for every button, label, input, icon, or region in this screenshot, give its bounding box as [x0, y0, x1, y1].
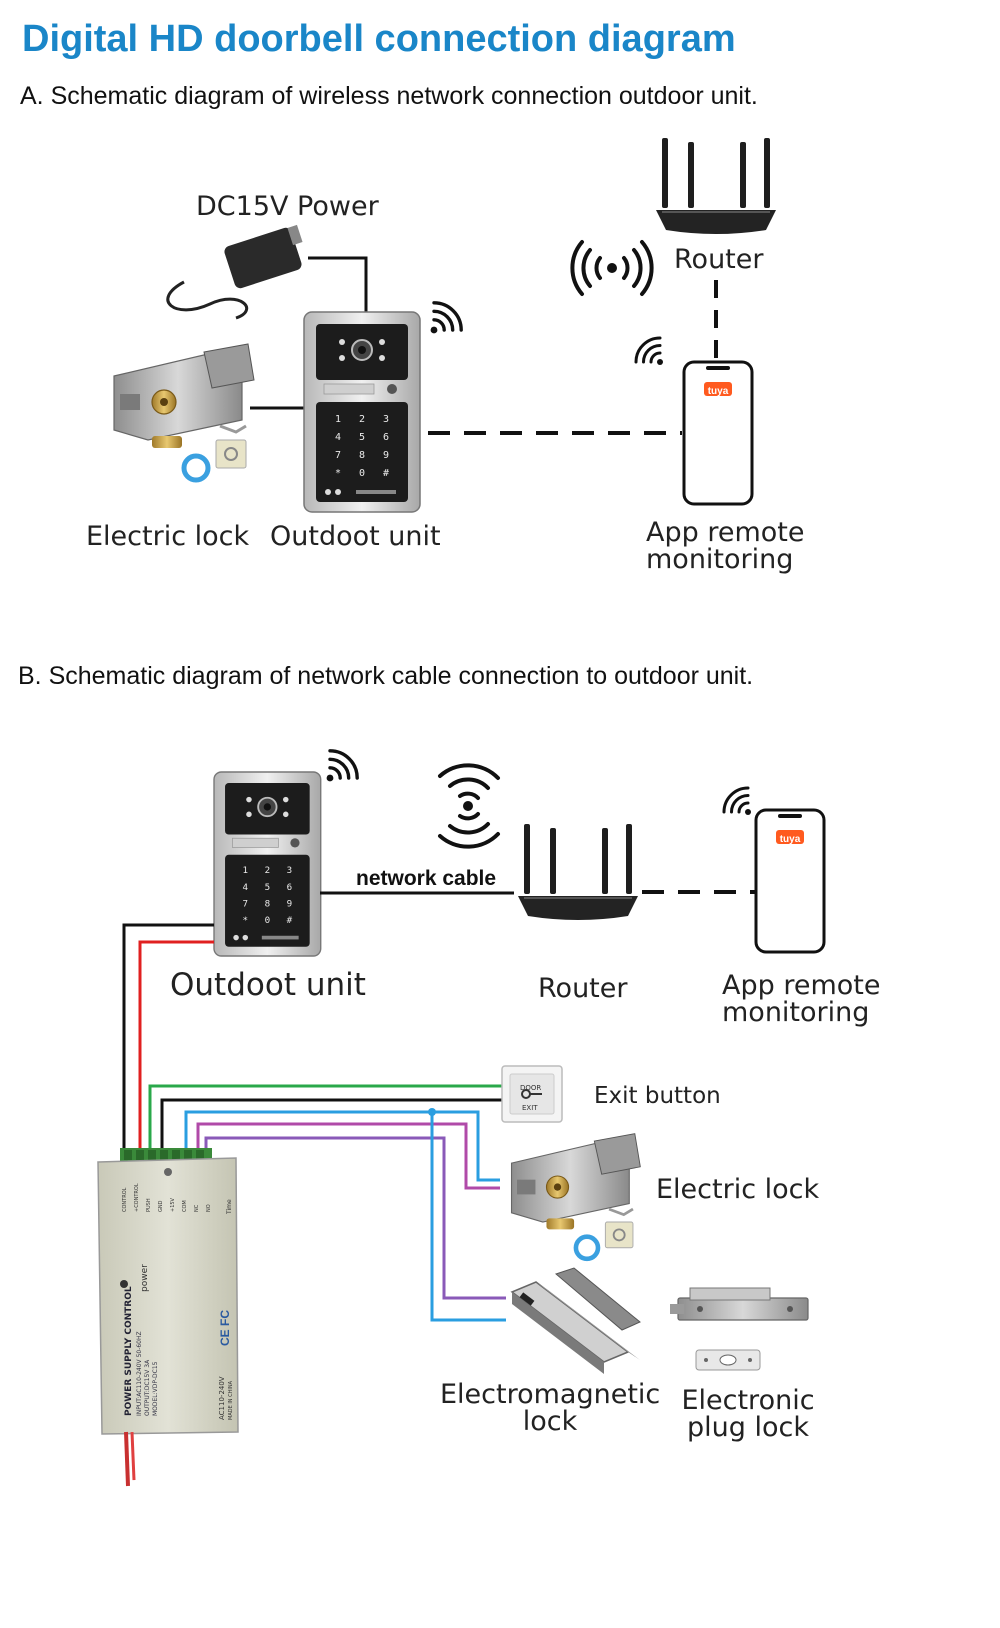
psu-power-word: power: [140, 1264, 150, 1292]
psu-terminal-labels: CONTROL +CONTROL PUSH GND +15V COM NC NO: [100, 1166, 240, 1226]
power-adapter-icon: [166, 224, 303, 320]
app-label-line1: App remote: [646, 517, 805, 548]
router-label: Router: [538, 973, 628, 1004]
router-icon: [517, 823, 639, 921]
wire-violet-emlock: [204, 1136, 506, 1300]
wire-purple-lock: [196, 1122, 500, 1190]
psu-ac-label: AC110-240V: [218, 1376, 226, 1420]
section-b-heading: B. Schematic diagram of network cable co…: [18, 662, 754, 690]
psu-terminal-label: +15V: [170, 1198, 176, 1212]
plug-lock-label-line1: Electronic: [681, 1385, 815, 1416]
exit-text-bottom: EXIT: [522, 1104, 538, 1112]
exit-text-top: DOOR: [520, 1084, 542, 1092]
router-label: Router: [674, 244, 764, 275]
wire-blue-emlock: [430, 1112, 506, 1322]
bolt-lock-icon: [670, 1287, 809, 1371]
app-label-line1: App remote: [722, 970, 881, 1001]
psu-terminal-label: CONTROL: [122, 1187, 128, 1212]
network-cable-label: network cable: [356, 867, 497, 890]
power-supply-icon: [97, 1148, 239, 1487]
wire-black-outdoor: [122, 923, 214, 1152]
wire-black-exit: [160, 1098, 502, 1152]
electric-lock-icon: [512, 1134, 641, 1259]
psu-terminal-label: GND: [158, 1200, 164, 1212]
outdoor-unit-label: Outdoot unit: [170, 967, 366, 1003]
doorbell-keypad-icon: [303, 311, 421, 513]
router-icon: [655, 137, 777, 235]
plug-lock-label-line2: plug lock: [687, 1412, 809, 1443]
electric-lock-icon: [114, 344, 254, 480]
doorbell-keypad-icon: [213, 771, 322, 957]
psu-spec1: INPUT:AC110-240V 50-60HZ: [136, 1331, 143, 1416]
psu-terminal-label: PUSH: [146, 1198, 152, 1212]
smartphone-icon: [682, 360, 754, 506]
psu-terminal-label: NC: [194, 1204, 200, 1212]
tuya-badge: tuya: [708, 386, 729, 397]
smartphone-icon: [754, 808, 826, 954]
electric-lock-label: Electric lock: [656, 1174, 820, 1205]
outdoor-unit-label: Outdoot unit: [270, 521, 441, 552]
wifi-signal-icon: [428, 301, 463, 336]
tuya-badge: tuya: [780, 834, 801, 845]
wifi-signal-icon: [634, 336, 665, 367]
wifi-signal-icon: [438, 763, 500, 849]
psu-spec2: OUTPUT:DC15V 3A: [144, 1359, 151, 1416]
psu-terminal-label: +CONTROL: [134, 1183, 140, 1212]
exit-button-label: Exit button: [594, 1083, 721, 1109]
magnetic-lock-icon: [510, 1267, 641, 1374]
wire-junction: [428, 1108, 436, 1116]
psu-title: POWER SUPPLY CONTROL: [124, 1286, 134, 1416]
em-lock-label-line1: Electromagnetic: [440, 1379, 661, 1410]
wifi-signal-icon: [570, 240, 654, 296]
wifi-signal-icon: [324, 749, 359, 784]
section-a-heading: A. Schematic diagram of wireless network…: [20, 82, 758, 110]
psu-text-block: POWER SUPPLY CONTROL INPUT:AC110-240V 50…: [100, 1166, 240, 1432]
psu-spec3: MODEL:VDP-DC15: [152, 1361, 159, 1417]
ce-fc-mark: CE FC: [218, 1310, 232, 1346]
em-lock-label-line2: lock: [522, 1406, 578, 1437]
psu-made-in: MADE IN CHINA: [228, 1380, 234, 1420]
psu-terminal-label: COM: [182, 1200, 188, 1212]
psu-terminal-label: NO: [206, 1204, 212, 1212]
electric-lock-label: Electric lock: [86, 521, 250, 552]
app-label-line2: monitoring: [722, 997, 870, 1028]
exit-button-icon: [501, 1065, 563, 1123]
wire-green-exit: [148, 1084, 502, 1152]
wire-red-outdoor: [138, 940, 214, 1152]
app-label-line2: monitoring: [646, 544, 794, 575]
wire-blue-lock: [184, 1110, 500, 1182]
power-cable: [308, 256, 368, 320]
wifi-signal-icon: [722, 786, 753, 817]
power-label: DC15V Power: [196, 191, 379, 222]
page-title: Digital HD doorbell connection diagram: [22, 18, 736, 60]
